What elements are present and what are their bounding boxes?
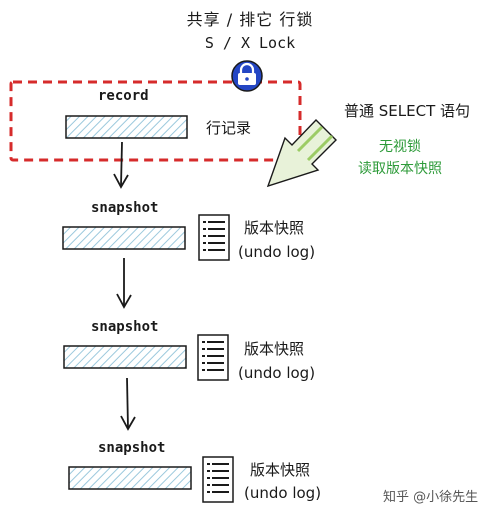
lock-label: S / X Lock — [204, 34, 296, 52]
padlock-icon — [231, 60, 263, 92]
undo-log-label-3: (undo log) — [244, 484, 322, 502]
undo-log-label-1: (undo log) — [238, 243, 316, 261]
watermark: 知乎 @小徐先生 — [383, 490, 479, 505]
record-bar — [65, 115, 188, 139]
snapshot-label-2: snapshot — [91, 319, 159, 335]
select-statement-label: 普通 SELECT 语句 — [344, 102, 471, 120]
diagram-title: 共享 / 排它 行锁 — [186, 10, 314, 29]
snapshot-label-3: snapshot — [98, 440, 166, 456]
undo-log-label-2: (undo log) — [238, 364, 316, 382]
snapshot-bar-3 — [68, 466, 192, 490]
record-lock-box — [9, 80, 302, 162]
note-line-2: 读取版本快照 — [358, 161, 442, 177]
version-snapshot-label-3: 版本快照 — [250, 461, 311, 479]
record-label: record — [98, 88, 149, 104]
version-snapshot-label-1: 版本快照 — [244, 219, 305, 237]
row-lock-label: 行记录 — [206, 119, 252, 137]
version-snapshot-label-2: 版本快照 — [244, 340, 305, 358]
down-arrow-icon — [113, 141, 129, 189]
pointer-arrow-icon — [266, 118, 337, 188]
snapshot-read-note: 无视锁 读取版本快照 — [340, 136, 460, 180]
document-lines-icon — [202, 456, 234, 503]
down-arrow-icon — [120, 377, 136, 431]
down-arrow-icon — [116, 258, 132, 309]
snapshot-bar-2 — [63, 345, 187, 369]
note-line-1: 无视锁 — [379, 139, 421, 155]
snapshot-label-1: snapshot — [91, 200, 159, 216]
document-lines-icon — [197, 334, 229, 381]
document-lines-icon — [198, 214, 230, 261]
snapshot-bar-1 — [62, 226, 186, 250]
